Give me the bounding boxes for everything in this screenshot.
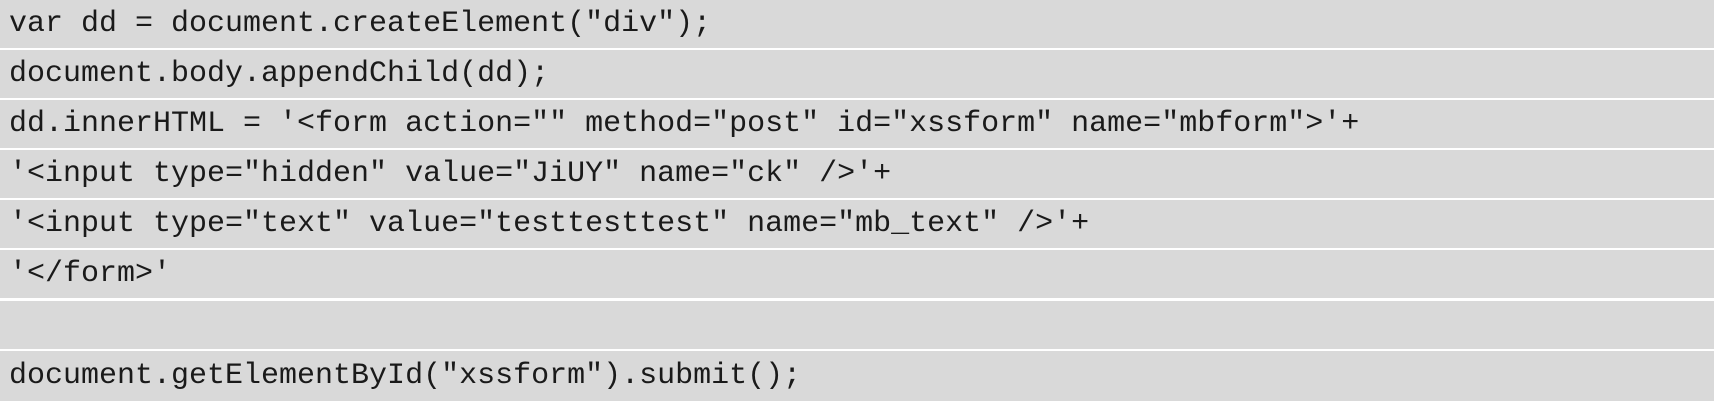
- code-line: document.body.appendChild(dd);: [0, 50, 1714, 98]
- code-line: document.getElementById("xssform").submi…: [0, 351, 1714, 401]
- code-line: '<input type="text" value="testtesttest"…: [0, 200, 1714, 248]
- code-line: '</form>': [0, 250, 1714, 298]
- code-line: '<input type="hidden" value="JiUY" name=…: [0, 150, 1714, 198]
- code-line: dd.innerHTML = '<form action="" method="…: [0, 100, 1714, 148]
- code-line-blank: [0, 301, 1714, 349]
- code-line: var dd = document.createElement("div");: [0, 0, 1714, 48]
